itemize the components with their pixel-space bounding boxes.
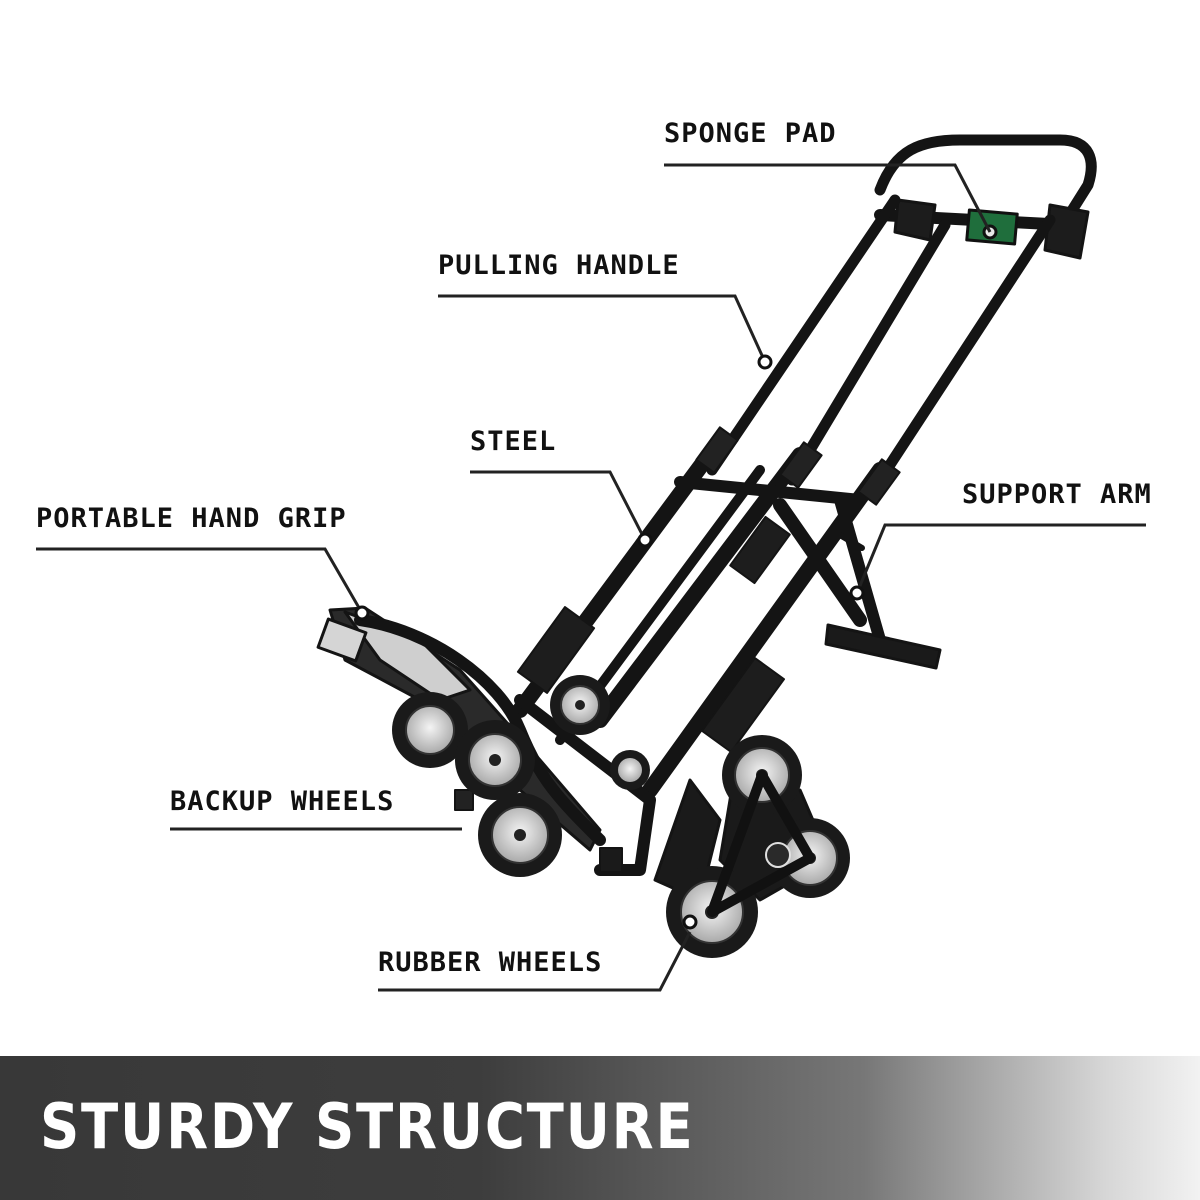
frame-rail-mid bbox=[592, 447, 808, 728]
frame-crossbar bbox=[674, 476, 866, 506]
tri-star-center bbox=[765, 842, 791, 868]
banner-title: STURDY STRUCTURE bbox=[40, 1090, 695, 1163]
backup-wheel-left bbox=[392, 692, 468, 768]
leader-support-arm bbox=[855, 523, 1146, 594]
title-banner: STURDY STRUCTURE bbox=[0, 1056, 1200, 1200]
leader-dots bbox=[354, 354, 865, 930]
sleeve-mid bbox=[729, 515, 791, 585]
label-sponge-pad: SPONGE PAD bbox=[664, 118, 837, 149]
tri-star-hub bbox=[707, 770, 815, 917]
dot-hand-grip bbox=[354, 605, 370, 621]
backup-wheel-center bbox=[455, 720, 535, 800]
label-support-arm: SUPPORT ARM bbox=[962, 479, 1152, 510]
sleeve-left bbox=[516, 606, 596, 694]
dot-pulling-handle bbox=[757, 354, 773, 370]
label-steel: STEEL bbox=[470, 426, 557, 457]
collar-right bbox=[857, 458, 901, 506]
toe-bracket bbox=[316, 617, 368, 663]
leader-lines bbox=[36, 163, 1146, 992]
small-block-2 bbox=[454, 789, 474, 811]
label-pulling-handle: PULLING HANDLE bbox=[438, 250, 680, 281]
leader-steel bbox=[470, 470, 647, 541]
dot-steel bbox=[637, 532, 653, 548]
hand-grip-curve bbox=[354, 614, 606, 846]
small-block bbox=[599, 847, 623, 873]
backup-wheel-rear bbox=[550, 675, 610, 735]
handle-loop bbox=[874, 134, 1097, 226]
collar-left bbox=[695, 426, 739, 474]
label-backup-wheels: BACKUP WHEELS bbox=[170, 786, 395, 817]
support-arm-lower bbox=[834, 494, 886, 646]
dot-support-arm bbox=[849, 585, 865, 601]
collar-mid bbox=[779, 441, 823, 489]
support-arm-pin bbox=[837, 532, 865, 551]
handle-tube-left bbox=[706, 194, 901, 476]
leader-rubber-wheels bbox=[378, 931, 692, 992]
leader-sponge-pad bbox=[664, 163, 992, 233]
handle-tube-outer bbox=[874, 214, 1056, 486]
backup-wheel-front bbox=[478, 793, 562, 877]
handle-tube-right bbox=[786, 219, 951, 486]
leader-pulling-handle bbox=[438, 294, 767, 363]
dot-rubber-wheels bbox=[682, 914, 698, 930]
label-portable-hand-grip: PORTABLE HAND GRIP bbox=[36, 503, 347, 534]
handle-block-right bbox=[1043, 203, 1090, 260]
handle-block-left bbox=[893, 198, 937, 242]
label-rubber-wheels: RUBBER WHEELS bbox=[378, 947, 603, 978]
backup-wheel-mid bbox=[610, 750, 650, 790]
hand-truck bbox=[316, 134, 1097, 902]
support-arm-foot bbox=[824, 623, 942, 670]
sleeve-right bbox=[700, 657, 786, 753]
leader-hand-grip bbox=[36, 547, 364, 614]
support-arm-upper bbox=[773, 498, 867, 627]
backup-wheels-group bbox=[392, 675, 650, 877]
